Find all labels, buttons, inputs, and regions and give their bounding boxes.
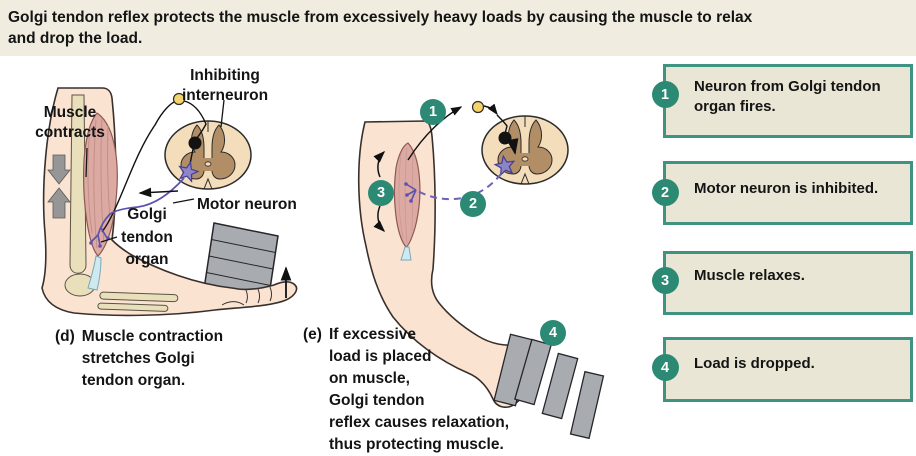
tendon-d [87, 255, 102, 291]
label-motor-neuron: Motor neuron [197, 196, 297, 213]
step-box-4-number: 4 [651, 354, 679, 381]
step-box-1: 1 Neuron from Golgi tendon organ fires. [651, 64, 913, 138]
humerus-bone [64, 94, 96, 297]
contraction-arrows [47, 154, 71, 219]
step-box-2-text: Motor neuron is inhibited. [694, 180, 879, 197]
sensory-cell-body-e [471, 100, 485, 114]
finger-lines-d [221, 286, 272, 306]
signal-direction-arrow-d [138, 187, 179, 198]
spinal-cord-e [481, 115, 569, 185]
step-box-3-text: Muscle relaxes. [694, 267, 805, 284]
figure-header: Golgi tendon reflex protects the muscle … [0, 0, 916, 56]
step-box-4: 4 Load is dropped. [651, 337, 913, 402]
step-box-1-text: Neuron from Golgi tendon organ fires. [694, 78, 881, 115]
step-box-3: 3 Muscle relaxes. [651, 251, 913, 315]
step-box-4-text: Load is dropped. [694, 355, 815, 372]
caption-e-marker: (e) [303, 326, 322, 343]
spinal-cord-d [164, 120, 252, 190]
falling-blocks [493, 333, 605, 440]
label-pointers-d [85, 99, 225, 243]
figure-description: protects the muscle from excessively hea… [8, 9, 753, 47]
step-circle-3: 3 [368, 180, 394, 206]
motor-neuron-soma-d [178, 160, 200, 183]
step-box-2-number: 2 [651, 179, 679, 206]
panel-d-illustration [41, 87, 298, 317]
central-canal-d [204, 161, 212, 167]
step-circle-2: 2 [460, 191, 486, 217]
step-circle-1: 1 [420, 99, 446, 125]
sensory-cell-body-d [172, 92, 186, 106]
caption-d-marker: (d) [55, 328, 75, 345]
inhibited-motor-neuron-path [415, 173, 502, 201]
step-box-1-number: 1 [651, 81, 679, 108]
panel-e-illustration [357, 100, 605, 440]
caption-e: (e) If excessive load is placed on muscl… [303, 324, 509, 456]
figure-term: Golgi tendon reflex [8, 9, 150, 26]
end-plate-tips-e [404, 182, 413, 203]
label-inhibiting-interneuron: Inhibiting interneuron [181, 67, 269, 104]
forearm-bones [97, 291, 179, 312]
step-box-2: 2 Motor neuron is inhibited. [651, 161, 913, 225]
central-canal-e [521, 156, 529, 162]
step-circle-4: 4 [540, 320, 566, 346]
label-muscle-contracts: Muscle contracts [35, 104, 105, 141]
relax-arrows [373, 150, 386, 233]
interneuron-to-motor-arrow [506, 138, 519, 155]
caption-d: (d) Muscle contraction stretches Golgi t… [55, 326, 223, 392]
motor-neuron-path-d [90, 177, 185, 246]
label-golgi-tendon-organ: Golgi tendon organ [121, 206, 173, 268]
motor-neuron-soma-e [493, 154, 516, 177]
inhibiting-interneuron-soma-d [188, 136, 202, 150]
tendon-e [400, 246, 412, 261]
inhibiting-interneuron-soma-e [498, 131, 512, 145]
step-box-3-number: 3 [651, 267, 679, 294]
